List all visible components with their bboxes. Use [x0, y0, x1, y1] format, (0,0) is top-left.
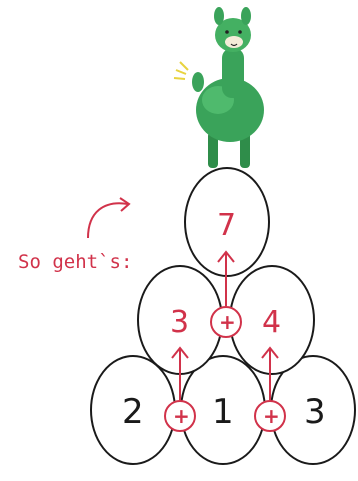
top-number: 7: [217, 208, 236, 243]
plus-sign: +: [219, 310, 236, 334]
instruction-label: So geht`s:: [18, 251, 132, 273]
middle-number-1: 3: [170, 305, 189, 340]
plus-circle-bottom-left: +: [164, 400, 196, 432]
bottom-number-2: 1: [212, 392, 234, 432]
arrow-up-icon: [171, 346, 189, 400]
curved-arrow-icon: [87, 197, 131, 239]
arrow-up-icon: [261, 346, 279, 400]
plus-sign: +: [263, 404, 280, 428]
middle-number-2: 4: [262, 305, 281, 340]
bottom-number-1: 2: [122, 392, 144, 432]
plus-circle-middle: +: [210, 306, 242, 338]
plus-sign: +: [173, 404, 190, 428]
plus-circle-bottom-right: +: [254, 400, 286, 432]
bottom-number-3: 3: [304, 392, 326, 432]
alpaca-icon: [173, 7, 264, 168]
arrow-up-icon: [217, 250, 235, 306]
